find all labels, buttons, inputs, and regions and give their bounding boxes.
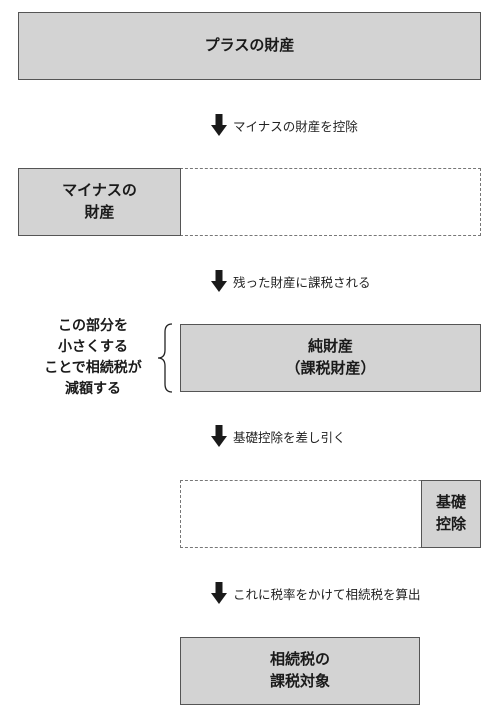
step-3-text: 基礎控除を差し引く <box>233 429 346 445</box>
plus-assets-box: プラスの財産 <box>18 12 481 80</box>
step-1-text: マイナスの財産を控除 <box>233 118 358 134</box>
step-3: 基礎控除を差し引く <box>211 425 346 447</box>
minus-assets-box: マイナスの 財産 <box>18 168 181 236</box>
side-note: この部分を 小さくする ことで相続税が 減額する <box>44 318 142 397</box>
down-arrow-icon <box>211 114 227 136</box>
step-4: これに税率をかけて相続税を算出 <box>211 582 421 604</box>
step-2-text: 残った財産に課税される <box>233 274 371 290</box>
down-arrow-icon <box>211 270 227 292</box>
net-assets-box: 純財産 （課税財産） <box>180 324 481 392</box>
curly-brace-icon <box>157 323 173 393</box>
taxable-label: 相続税の 課税対象 <box>269 650 330 690</box>
down-arrow-icon <box>211 582 227 604</box>
plus-assets-label: プラスの財産 <box>204 36 295 55</box>
taxable-box: 相続税の 課税対象 <box>180 637 420 705</box>
minus-assets-label: マイナスの 財産 <box>62 181 137 221</box>
basic-deduction-box: 基礎 控除 <box>421 480 481 548</box>
down-arrow-icon <box>211 425 227 447</box>
net-assets-label: 純財産 （課税財産） <box>285 337 376 377</box>
basic-deduction-label: 基礎 控除 <box>435 493 466 533</box>
minus-assets-remainder <box>180 168 481 236</box>
step-4-text: これに税率をかけて相続税を算出 <box>233 586 421 602</box>
step-1: マイナスの財産を控除 <box>211 114 358 136</box>
step-2: 残った財産に課税される <box>211 270 371 292</box>
